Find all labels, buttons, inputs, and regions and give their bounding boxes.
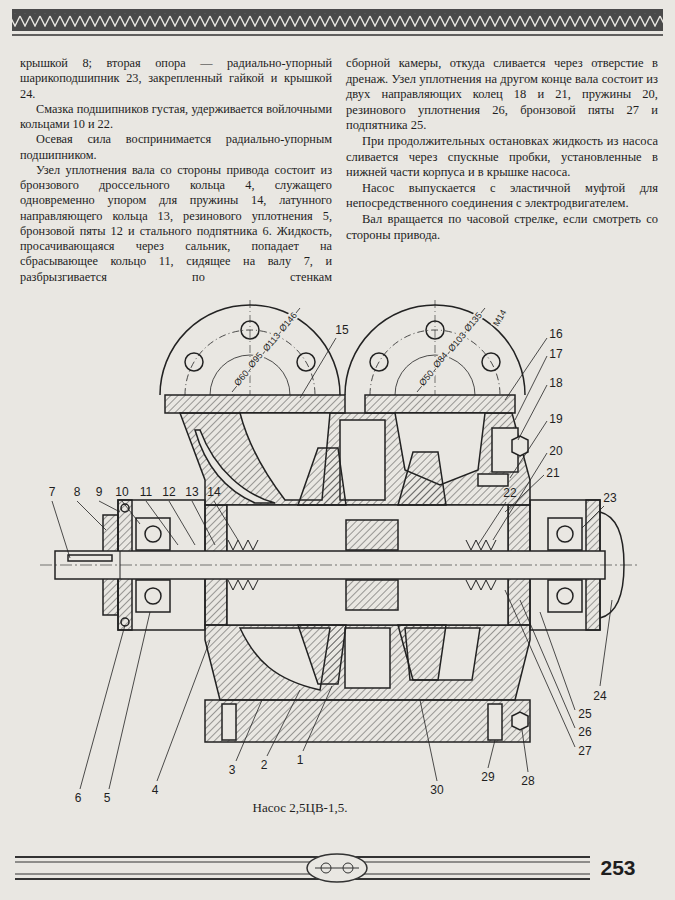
body-paragraph: Вал вращается по часовой стрелке, если с… <box>346 212 658 243</box>
callout-number: 30 <box>430 784 443 797</box>
callout-number: 11 <box>140 486 152 499</box>
dimension-label: Ø95 <box>246 350 266 371</box>
callout-number: 10 <box>115 486 128 499</box>
body-paragraph: Осевая сила воспринимается радиально-упо… <box>20 132 332 163</box>
callout-number: 4 <box>152 784 159 797</box>
callout-number: 25 <box>578 708 591 721</box>
callout-number: 18 <box>549 377 562 390</box>
dimension-label: Ø84 <box>431 350 451 371</box>
text-column: крышкой 8; вторая опора — радиально-упор… <box>20 56 332 285</box>
body-paragraph: Смазка подшипников густая, удерживается … <box>20 102 332 133</box>
body-paragraph: сборной камеры, откуда сливается через о… <box>346 56 658 134</box>
callout-number: 9 <box>96 486 103 499</box>
callout-number: 19 <box>549 413 562 426</box>
figure-caption: Насос 2,5ЦВ-1,5. <box>253 800 348 816</box>
callout-number: 21 <box>546 467 559 480</box>
callout-number: 5 <box>104 792 111 805</box>
callout-number: 26 <box>578 726 591 739</box>
body-paragraph: Насос выпускается с эластичной муфтой дл… <box>346 181 658 212</box>
callout-number: 22 <box>503 487 516 500</box>
callout-number: 17 <box>549 348 562 361</box>
callout-number: 7 <box>49 486 56 499</box>
callout-number: 6 <box>75 792 82 805</box>
callout-number: 23 <box>603 492 616 505</box>
callout-number: 14 <box>207 486 220 499</box>
callout-number: 24 <box>593 690 606 703</box>
body-paragraph: При продолжительных остановках жидкость … <box>346 134 658 181</box>
body-paragraph: крышкой 8; вторая опора — радиально-упор… <box>20 56 332 102</box>
top-band <box>12 9 663 35</box>
bottom-band <box>15 854 590 882</box>
callout-number: 3 <box>229 764 236 777</box>
callout-number: 13 <box>185 486 198 499</box>
pump-section <box>40 300 640 742</box>
callout-number: 16 <box>549 328 562 341</box>
callout-number: 27 <box>578 745 591 758</box>
dimension-label: Ø103 <box>445 330 468 355</box>
text-column: сборной камеры, откуда сливается через о… <box>346 56 658 243</box>
leader-lines <box>52 338 612 789</box>
dimension-label: Ø146 <box>276 310 299 335</box>
callout-number: 12 <box>162 486 175 499</box>
dimension-label: Ø113 <box>261 330 284 354</box>
dimension-label: Ø135 <box>461 310 484 335</box>
callout-number: 2 <box>261 759 268 772</box>
callout-number: 20 <box>549 445 562 458</box>
body-paragraph: Узел уплотнения вала со стороны привода … <box>20 163 332 285</box>
dimension-label: M14 <box>491 307 509 329</box>
callout-number: 28 <box>521 775 534 788</box>
callout-number: 8 <box>74 486 81 499</box>
callout-number: 1 <box>297 754 304 767</box>
page-number: 253 <box>597 856 638 880</box>
callout-number: 15 <box>335 324 348 337</box>
callout-number: 29 <box>481 771 494 784</box>
